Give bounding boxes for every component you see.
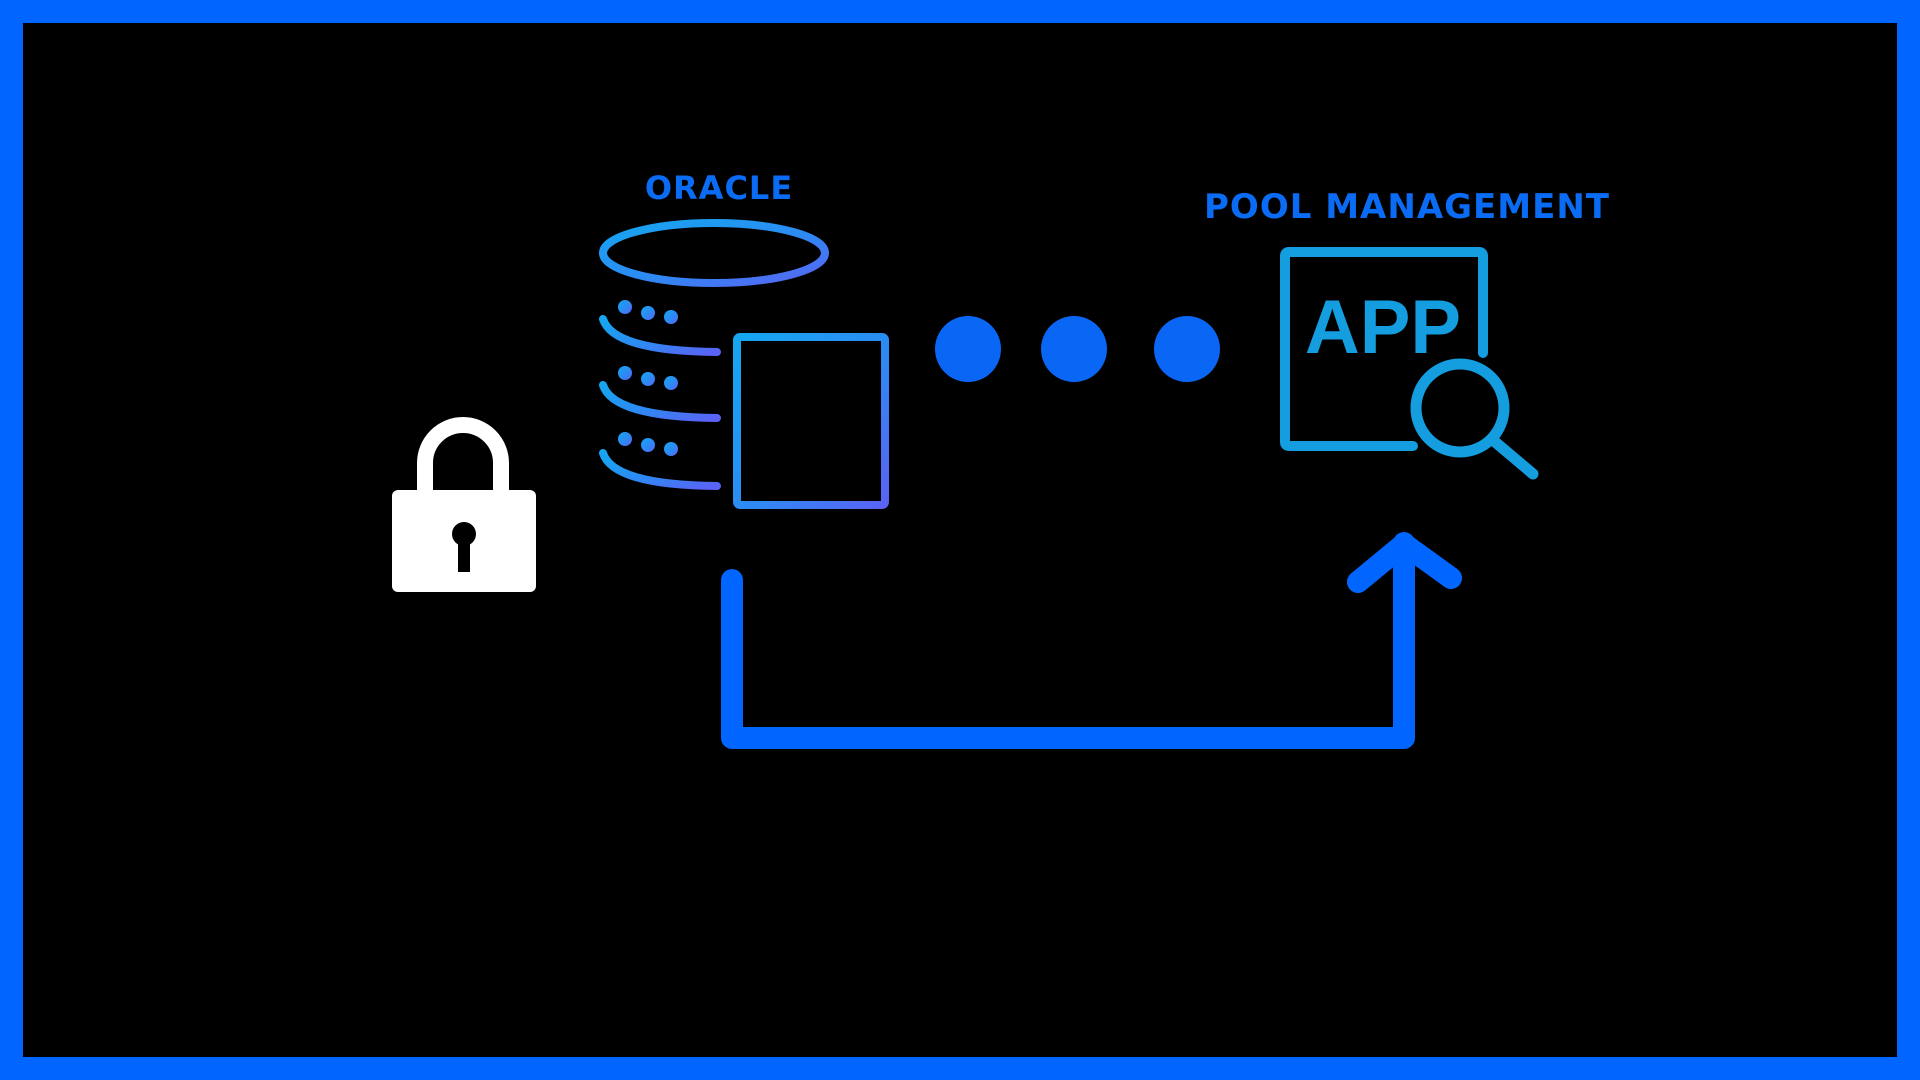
app-search-icon: APP xyxy=(1280,247,1539,480)
connection-dot xyxy=(935,316,1001,382)
connection-dots xyxy=(935,316,1220,382)
oracle-label: ORACLE xyxy=(645,169,793,207)
diagram-canvas: ORACLE POOL MANAGEMENT xyxy=(392,169,1610,749)
pool-management-label: POOL MANAGEMENT xyxy=(1204,187,1610,227)
database-table-icon xyxy=(599,219,889,509)
lock-icon xyxy=(392,417,536,592)
magnifier-lens xyxy=(1410,358,1510,458)
connection-dot xyxy=(1154,316,1220,382)
magnifier-handle xyxy=(1488,435,1539,480)
app-text: APP xyxy=(1305,285,1461,370)
connection-dot xyxy=(1041,316,1107,382)
return-arrow xyxy=(721,532,1462,749)
